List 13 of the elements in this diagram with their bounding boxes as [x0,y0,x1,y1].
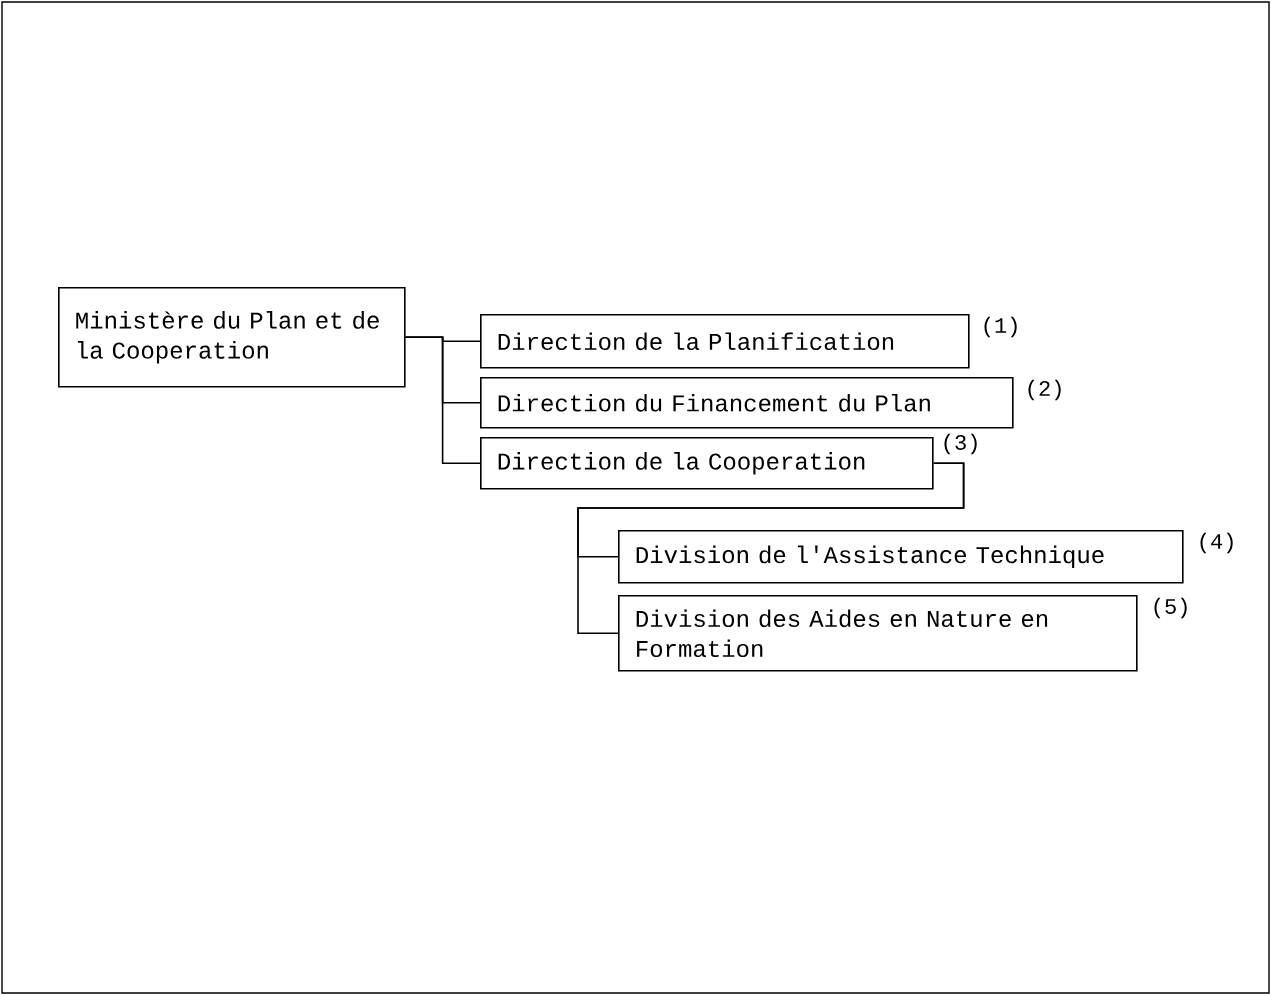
footnote-number: (5) [1154,597,1187,619]
footnote-number: (2) [1028,379,1061,401]
connector-line [404,336,481,465]
org-box: Division des Aides en Nature en Formation [618,595,1138,672]
connector-line [577,462,965,635]
footnote-number: (3) [944,433,977,455]
org-box: Direction de la Planification [480,314,970,369]
org-box: Direction du Financement du Plan [480,377,1014,429]
footnote-number: (1) [984,316,1017,338]
org-box: Direction de la Cooperation [480,437,934,490]
org-box: Ministère du Plan et de la Cooperation [58,287,406,388]
org-box: Division de l'Assistance Technique [618,530,1184,584]
footnote-number: (4) [1200,532,1233,554]
